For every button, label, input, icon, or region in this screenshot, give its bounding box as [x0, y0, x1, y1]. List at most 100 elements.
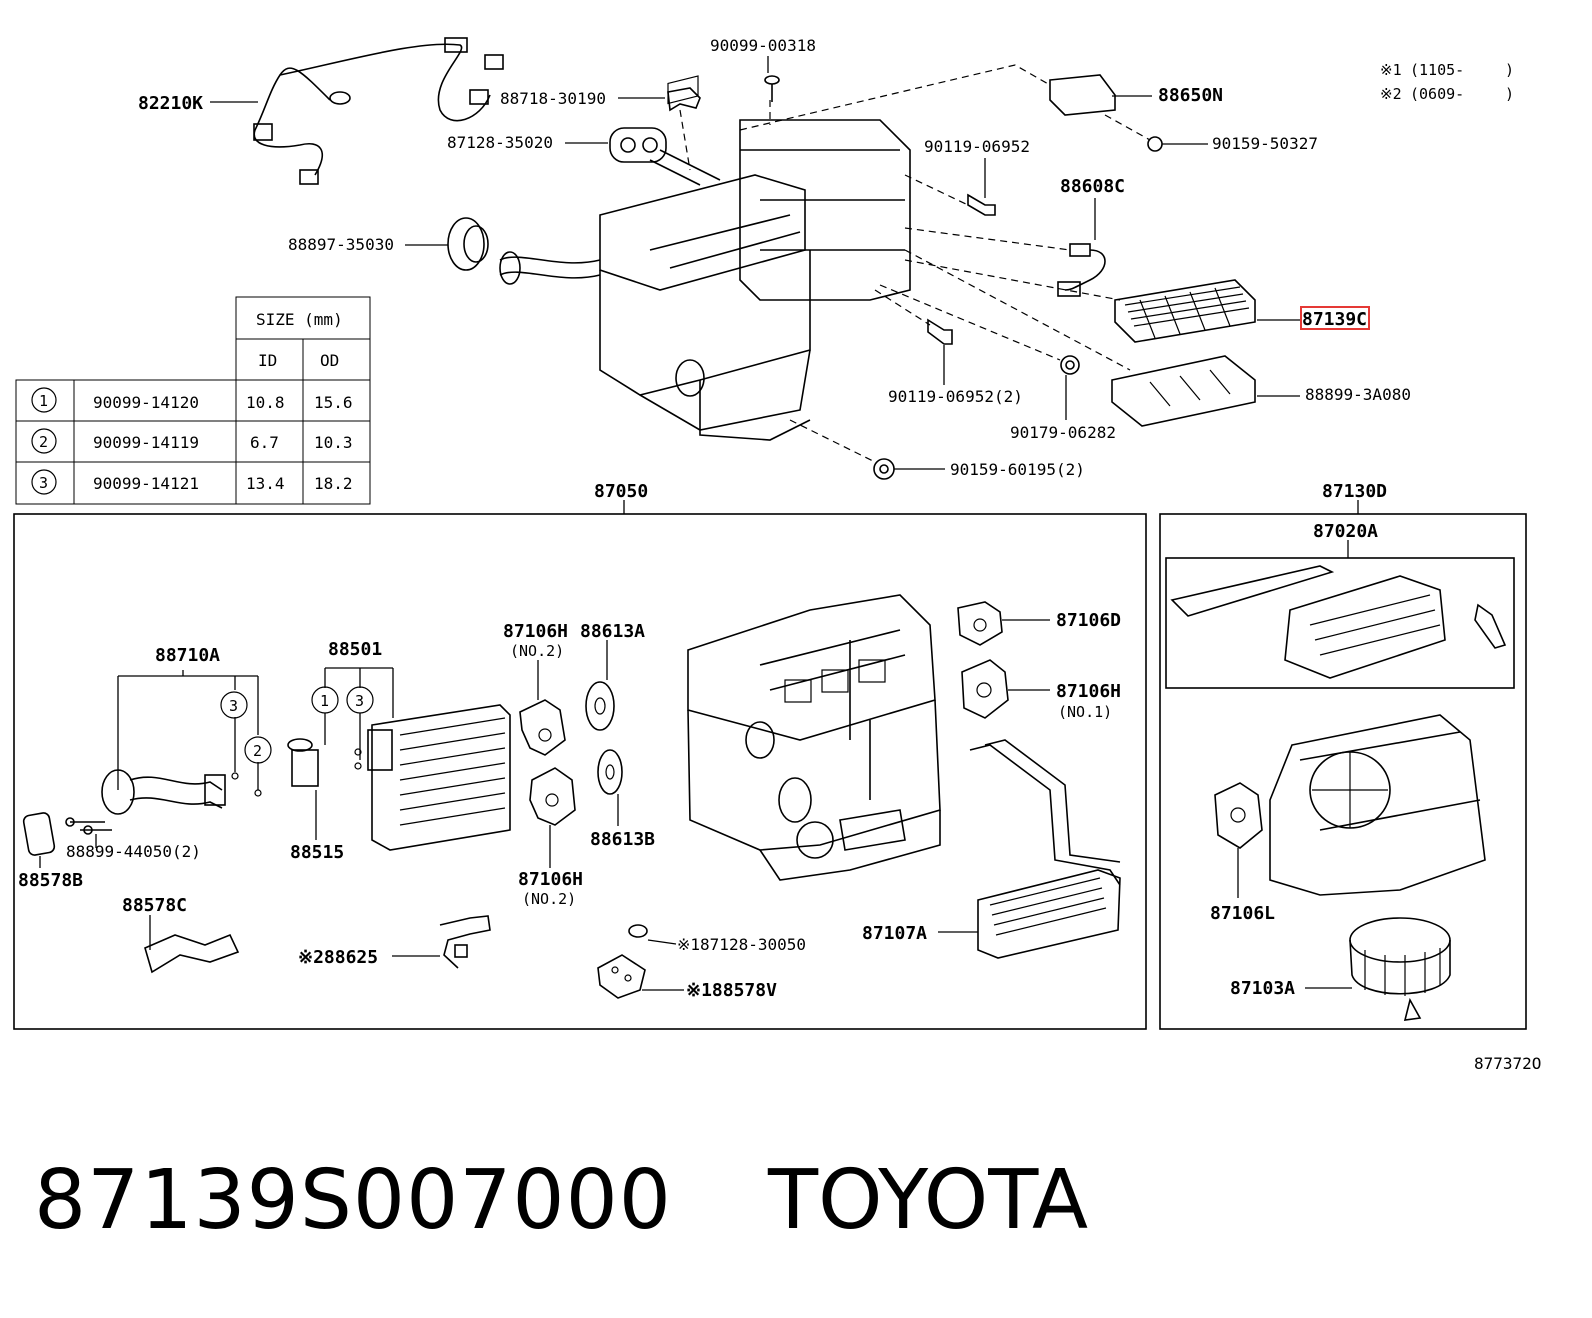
- label-90119-06952: 90119-06952: [924, 137, 1030, 156]
- label-87106H-top: 87106H: [503, 621, 568, 642]
- label-90179-06282: 90179-06282: [1010, 423, 1116, 442]
- notes: ※1 (1105- ) ※2 (0609- ): [1380, 61, 1514, 103]
- footer-part-number: 87139S007000: [34, 1152, 672, 1248]
- grommet-30050-drawing: [628, 924, 677, 945]
- note-2-close: ): [1505, 85, 1514, 103]
- filter-87139c-drawing: [1114, 279, 1256, 343]
- harness-88625-drawing: [392, 915, 491, 969]
- footer: 87139S007000 TOYOTA: [34, 1140, 1574, 1260]
- bolt-06952-2-drawing: [927, 318, 953, 345]
- label-87020A: 87020A: [1313, 521, 1378, 542]
- label-88501: 88501: [328, 639, 382, 660]
- note-2-range: (0609-: [1410, 85, 1464, 103]
- size-header: SIZE (mm): [256, 310, 343, 329]
- size-table: SIZE (mm) ID OD 1 90099-14120 10.8 15.6 …: [15, 296, 371, 505]
- assembly-87050-box: [13, 500, 1147, 1030]
- circle-1-evap: 1: [320, 692, 329, 710]
- label-no2-bottom: (NO.2): [522, 890, 576, 908]
- circle-3-evap: 3: [355, 692, 364, 710]
- pad-88578v-drawing: [597, 954, 684, 999]
- label-90119-06952-2: 90119-06952(2): [888, 387, 1023, 406]
- assembly-87130d-box: [1159, 500, 1527, 1030]
- label-88899-3A080: 88899-3A080: [1305, 385, 1411, 404]
- row-3-ref: 3: [39, 474, 48, 492]
- row-1-id: 10.8: [246, 393, 285, 412]
- label-90099-00318: 90099-00318: [710, 36, 816, 55]
- evaporator-88501-drawing: [311, 667, 511, 851]
- row-3-part: 90099-14121: [93, 474, 199, 493]
- label-88718-30190: 88718-30190: [500, 89, 606, 108]
- pad-88578c-drawing: [144, 915, 240, 974]
- screw-drawing: [764, 75, 780, 102]
- label-90159-50327: 90159-50327: [1212, 134, 1318, 153]
- label-87106H-right: 87106H: [1056, 681, 1121, 702]
- label-88608C: 88608C: [1060, 176, 1125, 197]
- label-88578V: ※188578V: [686, 980, 777, 1001]
- servo-87106h-top-drawing: [519, 660, 566, 756]
- row-2-ref: 2: [39, 433, 48, 451]
- note-1-close: ): [1505, 61, 1514, 79]
- clip-drawing: [667, 87, 701, 112]
- label-88515: 88515: [290, 842, 344, 863]
- nut-drawing: [1060, 355, 1080, 375]
- label-87107A: 87107A: [862, 923, 927, 944]
- row-2-od: 10.3: [314, 433, 353, 452]
- servo-87106h-right-drawing: [961, 659, 1050, 719]
- note-1-range: (1105-: [1410, 61, 1464, 79]
- screw-50327-drawing: [1147, 136, 1163, 152]
- label-87106D: 87106D: [1056, 610, 1121, 631]
- label-no2-top: (NO.2): [510, 642, 564, 660]
- label-87103A: 87103A: [1230, 978, 1295, 999]
- note-2-mark: ※2: [1380, 85, 1402, 103]
- servo-87106h-bottom-drawing: [529, 767, 576, 868]
- label-87130D: 87130D: [1322, 481, 1387, 502]
- servo-87106l-drawing: [1214, 782, 1263, 898]
- wire-harness-drawing: [253, 37, 504, 185]
- hvac-unit-top-drawing: [499, 75, 911, 441]
- leader-lines-top: [210, 56, 1300, 470]
- blower-motor-drawing: [1305, 917, 1451, 1021]
- circle-3-left: 3: [229, 697, 238, 715]
- label-no1: (NO.1): [1058, 703, 1112, 721]
- heater-core-drawing: [938, 739, 1121, 959]
- label-87128-30050: ※187128-30050: [677, 935, 806, 954]
- bolt-06952-drawing: [967, 193, 996, 216]
- label-87106H-bottom: 87106H: [518, 869, 583, 890]
- col-od: OD: [320, 351, 339, 370]
- pad-88578b-drawing: [22, 812, 56, 868]
- row-2-id: 6.7: [250, 433, 279, 452]
- label-88613B: 88613B: [590, 829, 655, 850]
- servo-87106d-drawing: [957, 601, 1050, 646]
- label-87106L: 87106L: [1210, 903, 1275, 924]
- sensor-drawing: [1057, 243, 1106, 297]
- case-87020a-drawing: [1170, 565, 1507, 679]
- row-1-part: 90099-14120: [93, 393, 199, 412]
- blower-case-drawing: [1269, 714, 1486, 896]
- label-88578B: 88578B: [18, 870, 83, 891]
- col-id: ID: [258, 351, 277, 370]
- note-1-mark: ※1: [1380, 61, 1402, 79]
- seal-drawing: [447, 217, 489, 271]
- filter-3a080-drawing: [1111, 355, 1256, 427]
- highlight-box-87139C: [1300, 306, 1370, 330]
- pipe-88710a-drawing: [65, 670, 272, 848]
- footer-brand: TOYOTA: [767, 1152, 1089, 1248]
- label-88578C: 88578C: [122, 895, 187, 916]
- label-88650N: 88650N: [1158, 85, 1223, 106]
- label-87050: 87050: [594, 481, 648, 502]
- label-88899-44050-2: 88899-44050(2): [66, 842, 201, 861]
- module-drawing: [1049, 74, 1116, 116]
- row-3-od: 18.2: [314, 474, 353, 493]
- row-1-od: 15.6: [314, 393, 353, 412]
- label-88613A: 88613A: [580, 621, 645, 642]
- label-88897-35030: 88897-35030: [288, 235, 394, 254]
- dashed-connectors: [679, 64, 1151, 463]
- gear-88613b-drawing: [597, 749, 623, 826]
- label-87139C: 87139C: [1302, 309, 1367, 330]
- label-87128-35020: 87128-35020: [447, 133, 553, 152]
- grommet-drawing: [609, 127, 667, 163]
- label-82210K: 82210K: [138, 93, 203, 114]
- hvac-housing-drawing: [687, 594, 941, 881]
- screw-60195-drawing: [873, 458, 895, 480]
